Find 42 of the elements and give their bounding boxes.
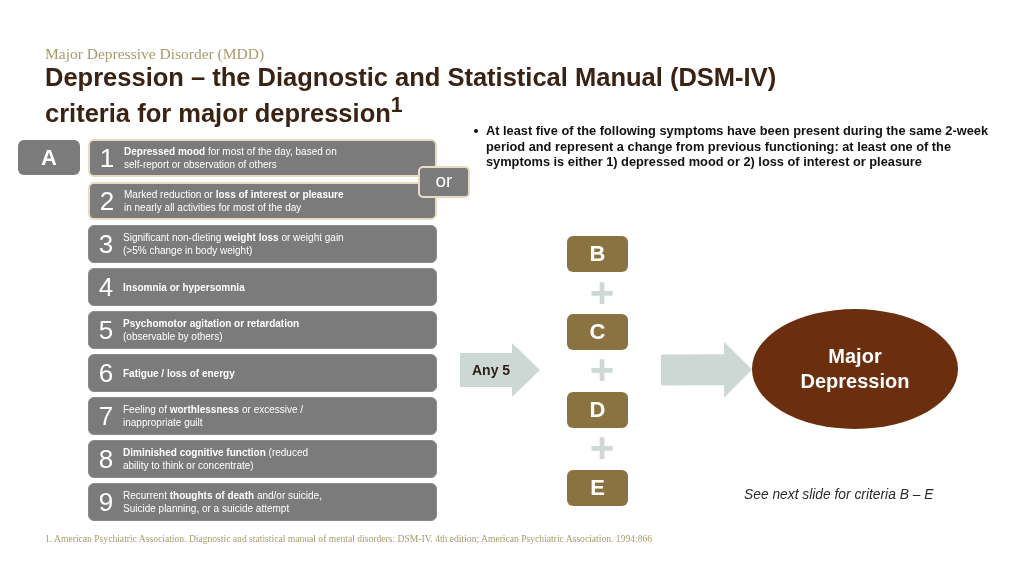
criterion-box — [88, 139, 437, 177]
criterion-text: Feeling of worthlessness or excessive / inappropriate guilt — [123, 403, 305, 429]
criterion-box — [88, 182, 437, 220]
note-text: See next slide for criteria B – E — [744, 487, 935, 502]
criterion-box — [88, 268, 437, 306]
connector-tag: or — [418, 166, 470, 198]
plus-sign: + — [588, 273, 616, 313]
criterion-text: Diminished cognitive function (reduced ability to think or concentrate) — [123, 446, 310, 472]
plus-sign: + — [588, 350, 616, 390]
arrow-label: Any 5 — [472, 361, 511, 380]
criterion-number: 6 — [97, 358, 115, 388]
criterion-box — [88, 483, 437, 521]
criterion-text: Fatigue / loss of energy — [123, 366, 236, 380]
criterion-number: 2 — [98, 186, 116, 216]
plus-sign: + — [588, 428, 616, 468]
block-arrow — [660, 341, 752, 398]
criterion-text: Significant non-dieting weight loss or weight gain (>5% change in body weight) — [123, 231, 345, 257]
outcome-text: Major Depression — [799, 344, 911, 394]
criterion-text: Insomnia or hypersomnia — [123, 280, 246, 294]
criterion-box — [88, 225, 437, 263]
criterion-text: Marked reduction or loss of interest or pleasure in nearly all activities for most of the day — [124, 188, 345, 214]
criterion-text: Psychomotor agitation or retardation (observable by others) — [123, 317, 301, 343]
criterion-box — [88, 440, 437, 478]
criterion-tag: D — [567, 392, 628, 428]
criterion-number: 1 — [98, 143, 116, 173]
criterion-number: 3 — [97, 229, 115, 259]
criterion-text: Depressed mood for most of the day, based on self-report or observation of others — [124, 145, 338, 171]
criterion-box — [88, 397, 437, 435]
criterion-number: 7 — [97, 401, 115, 431]
criterion-box — [88, 311, 437, 349]
criterion-tag: E — [567, 470, 628, 506]
criterion-number: 5 — [97, 315, 115, 345]
criterion-number: 9 — [97, 487, 115, 517]
criterion-tag: B — [567, 236, 628, 272]
footnote: 1. American Psychiatric Association. Diagnostic and statistical manual of mental disorders: DSM-IV. 4th edition; American Psychiatric Association. 1994:866 — [45, 533, 653, 544]
criterion-text: Recurrent thoughts of death and/or suicide, Suicide planning, or a suicide attempt — [123, 489, 323, 515]
criterion-number: 8 — [97, 444, 115, 474]
section-header: Major Depressive Disorder (MDD) — [45, 45, 266, 63]
criterion-tag: C — [567, 314, 628, 350]
criterion-box — [88, 354, 437, 392]
criterion-tag: A — [18, 140, 80, 175]
criterion-number: 4 — [97, 272, 115, 302]
